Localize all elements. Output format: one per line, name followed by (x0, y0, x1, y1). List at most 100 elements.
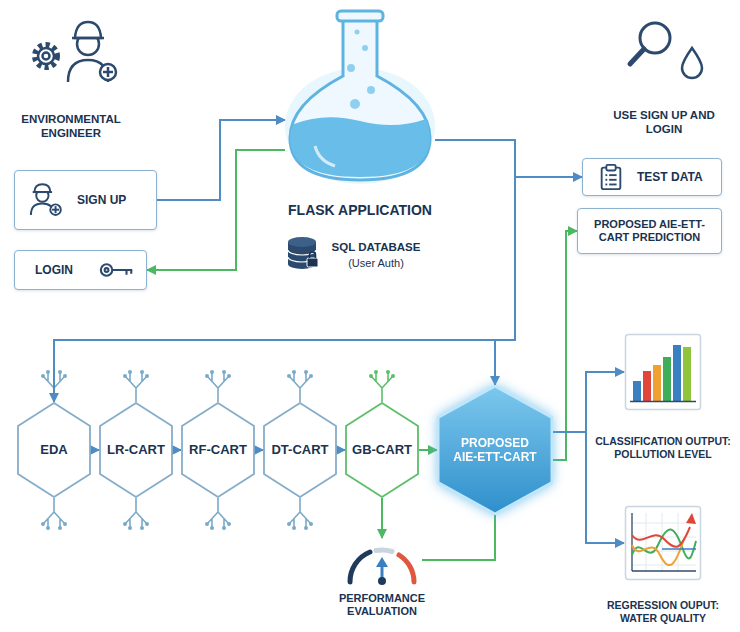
branch-dot (145, 374, 149, 378)
connector (553, 432, 624, 543)
actor-label: USE SIGN UP AND LOGIN (594, 108, 734, 137)
worker-icon (23, 178, 67, 222)
node-label: PROPOSED AIE-ETT-CART (448, 436, 542, 465)
flask-drawing (285, 6, 435, 184)
branch-dot (58, 526, 62, 530)
node-caption: REGRESSION OUPUT: WATER QUALITY (594, 599, 732, 624)
branch-dot (58, 370, 62, 374)
model-hexagon: RF-CART (181, 402, 255, 498)
clip-icon (597, 163, 625, 191)
model-hexagon: DT-CART (263, 402, 337, 498)
node-caption: PERFORMANCE EVALUATION (307, 592, 457, 618)
branch-dot (41, 522, 45, 526)
line-chart-icon: REGRESSION OUPUT: WATER QUALITY (624, 505, 702, 581)
connector (435, 140, 582, 177)
branch-dot (128, 370, 132, 374)
connector (381, 498, 383, 538)
branch-dot (309, 374, 313, 378)
branch-stroke (207, 498, 229, 528)
node-caption: CLASSIFICATION OUTPUT: POLLUTION LEVEL (594, 435, 732, 460)
branch-dot (292, 370, 296, 374)
connector (422, 515, 495, 560)
branch-dot (205, 522, 209, 526)
connector (255, 449, 263, 451)
search-icon (630, 23, 702, 78)
connector (173, 449, 181, 451)
key-icon (98, 261, 136, 280)
node-caption: FLASK APPLICATION (255, 202, 465, 219)
branch-dot (287, 374, 291, 378)
branch-stroke (289, 498, 311, 528)
flask-icon: FLASK APPLICATION (285, 6, 435, 184)
branch-dot (222, 526, 226, 530)
bars-drawing (624, 333, 702, 411)
connector (435, 140, 515, 385)
tree-branches (41, 370, 395, 530)
database-label: SQL DATABASE (320, 240, 432, 254)
actor-label: ENVIRONMENTAL ENGINEER (6, 112, 136, 141)
branch-stroke (207, 372, 229, 402)
branch-dot (374, 370, 378, 374)
branch-dot (386, 370, 390, 374)
branch-dot (222, 370, 226, 374)
node-label: RF-CART (189, 442, 247, 458)
node-label: GB-CART (352, 442, 412, 458)
gauge-icon: PERFORMANCE EVALUATION (342, 538, 422, 586)
database-icon (288, 237, 318, 269)
test-data-box: TEST DATA (582, 158, 722, 196)
branch-stroke (43, 498, 65, 528)
branch-stroke (289, 372, 311, 402)
branch-stroke (125, 498, 147, 528)
branch-dot (123, 522, 127, 526)
connector (91, 449, 99, 451)
connector (157, 120, 285, 200)
branch-dot (309, 522, 313, 526)
gauge-drawing (342, 538, 422, 586)
branch-dot (292, 526, 296, 530)
branch-dot (391, 374, 395, 378)
node-label: PROPOSED AIE-ETT-CART PREDICTION (586, 218, 713, 244)
connector (147, 150, 285, 270)
branch-dot (227, 374, 231, 378)
branch-dot (287, 522, 291, 526)
model-hexagon: GB-CART (345, 402, 419, 498)
bar-chart-icon: CLASSIFICATION OUTPUT: POLLUTION LEVEL (624, 333, 702, 411)
login-box: LOGIN (14, 250, 147, 290)
connector (553, 372, 624, 432)
branch-stroke (371, 372, 393, 402)
signup-box: SIGN UP (14, 170, 157, 230)
branch-dot (210, 526, 214, 530)
branch-dot (63, 374, 67, 378)
branch-dot (369, 374, 373, 378)
branch-dot (140, 370, 144, 374)
node-label: LR-CART (107, 442, 165, 458)
engineer-icon (35, 22, 116, 82)
branch-dot (227, 522, 231, 526)
branch-dot (46, 370, 50, 374)
branch-dot (304, 370, 308, 374)
branch-dot (205, 374, 209, 378)
model-hexagon: EDA (17, 402, 91, 498)
branch-dot (123, 374, 127, 378)
node-label: SIGN UP (77, 193, 126, 207)
branch-dot (145, 522, 149, 526)
branch-dot (63, 522, 67, 526)
connector (553, 231, 577, 460)
branch-dot (304, 526, 308, 530)
node-label: LOGIN (35, 263, 73, 277)
database-note: (User Auth) (320, 257, 432, 271)
model-hexagon: LR-CART (99, 402, 173, 498)
node-label: TEST DATA (637, 170, 703, 184)
line-drawing (624, 505, 702, 581)
branch-dot (140, 526, 144, 530)
node-label: DT-CART (271, 442, 328, 458)
branch-dot (128, 526, 132, 530)
connector (337, 449, 345, 451)
proposed-hexagon: PROPOSED AIE-ETT-CART (437, 385, 553, 515)
branch-dot (46, 526, 50, 530)
branch-stroke (125, 372, 147, 402)
branch-dot (210, 370, 214, 374)
branch-dot (41, 374, 45, 378)
connector (419, 449, 437, 451)
